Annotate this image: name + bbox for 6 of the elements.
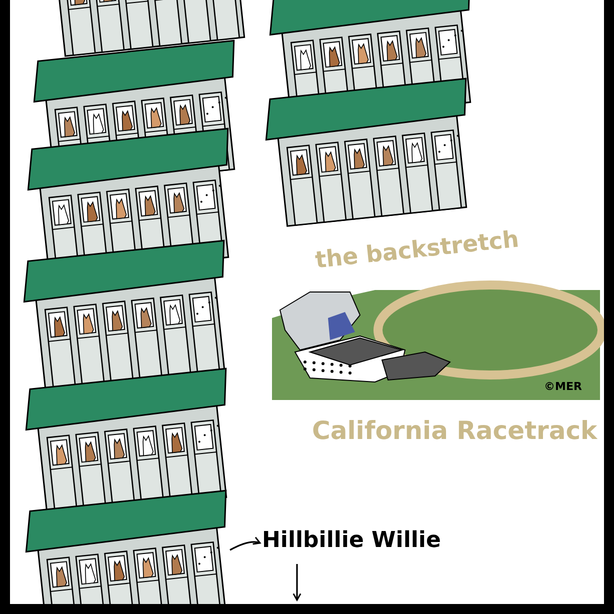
copyright-mark: ©MER: [544, 380, 582, 393]
area-label: the backstretch: [314, 226, 520, 274]
caption: California Racetrack: [312, 416, 598, 445]
horse-name: Hillbillie Willie: [262, 528, 442, 553]
arrow: [230, 536, 261, 551]
arrow: [292, 564, 302, 601]
